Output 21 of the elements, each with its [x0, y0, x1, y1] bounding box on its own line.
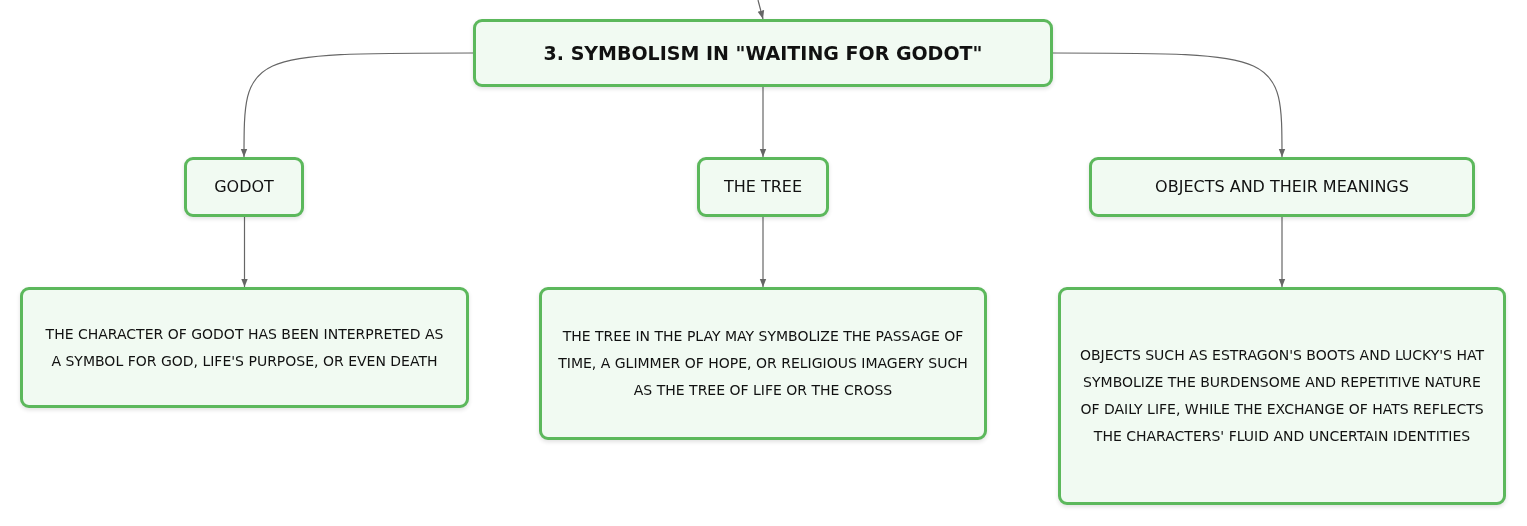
connector-arrow — [241, 216, 248, 288]
topic-box — [473, 19, 1053, 87]
connector-arrow — [759, 86, 767, 158]
subtopic-box — [1089, 157, 1475, 217]
subtopic-box — [697, 157, 829, 217]
topic-label: THE TREE — [723, 177, 803, 197]
description-box — [539, 287, 987, 440]
subtopic-box — [184, 157, 304, 217]
topic-label: GODOT — [214, 177, 274, 197]
topic-label: 3. SYMBOLISM IN "WAITING FOR GODOT" — [543, 41, 983, 65]
connector-arrow — [1278, 216, 1286, 288]
description-box — [20, 287, 469, 408]
connector-arrow — [240, 52, 474, 158]
connector-arrow — [1052, 52, 1286, 158]
connector-arrow — [757, 0, 765, 20]
connector-arrow — [759, 216, 767, 288]
description-text: THE CHARACTER OF GODOT HAS BEEN INTERPRETED AS A SYMBOL FOR GOD, LIFE'S PURPOSE, OR EVEN DEATH — [44, 324, 445, 371]
description-text: THE TREE IN THE PLAY MAY SYMBOLIZE THE PASSAGE OF TIME, A GLIMMER OF HOPE, OR RELIGIOUS IMAGERY SUCH AS THE TREE OF LIFE OR THE CROSS — [558, 327, 968, 400]
description-box — [1058, 287, 1506, 505]
topic-label: OBJECTS AND THEIR MEANINGS — [1155, 177, 1409, 197]
description-text: OBJECTS SUCH AS ESTRAGON'S BOOTS AND LUCKY'S HAT SYMBOLIZE THE BURDENSOME AND REPETITIVE NATURE OF DAILY LIFE, WHILE THE EXCHANGE OF HATS REFLECTS THE CHARACTERS' FLUID AND UNCERTAIN IDENTITIES — [1078, 346, 1485, 446]
